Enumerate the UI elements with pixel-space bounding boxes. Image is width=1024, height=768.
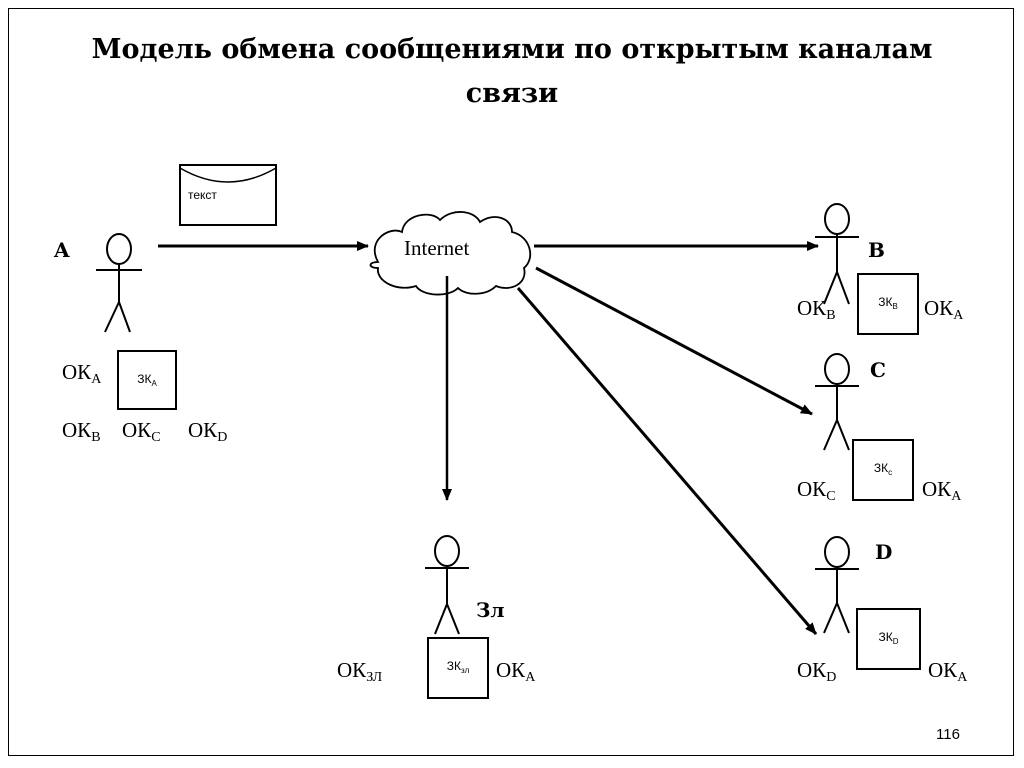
party-a-ok-b: ОКB [62, 418, 101, 445]
person-d-icon [815, 536, 859, 634]
party-c-ok-own: ОКC [797, 477, 836, 504]
person-a-icon [96, 233, 142, 333]
title-line-2: связи [465, 78, 559, 109]
slide-frame [8, 8, 1014, 756]
internet-cloud [369, 211, 532, 296]
party-a-ok-d: ОКD [188, 418, 228, 445]
person-b-icon [815, 203, 859, 305]
party-d-ok-own: ОКD [797, 658, 837, 685]
party-zl-ok-own: ОКЗЛ [337, 658, 383, 685]
internet-label: Internet [404, 236, 470, 260]
party-a-secret-key-box: ЗКA [117, 350, 177, 410]
party-b-secret-key-box: ЗКB [857, 273, 919, 335]
page-number: 116 [936, 726, 960, 743]
party-d-ok-a: ОКA [928, 658, 968, 685]
message-envelope [179, 164, 277, 226]
party-c-ok-a: ОКA [922, 477, 962, 504]
title-line-1: Модель обмена сообщениями по открытым ка… [91, 34, 933, 65]
party-c-secret-key-box: ЗКc [852, 439, 914, 501]
party-c-name: C [870, 358, 886, 382]
party-b-ok-a: ОКA [924, 296, 964, 323]
party-zl-name: Зл [476, 598, 505, 622]
message-text: текст [188, 188, 217, 202]
party-a-ok-a: ОКA [62, 360, 102, 387]
arrow-internet-to-d [516, 287, 818, 635]
party-d-name: D [875, 540, 893, 564]
party-a-ok-c: ОКC [122, 418, 161, 445]
party-b-ok-own: ОКB [797, 296, 836, 323]
party-d-secret-key-box: ЗКD [856, 608, 921, 670]
person-zl-icon [425, 535, 469, 635]
party-zl-ok-a: ОКA [496, 658, 536, 685]
person-c-icon [815, 353, 859, 451]
party-b-name: B [868, 238, 885, 262]
arrow-internet-to-c [535, 266, 813, 416]
party-a-name: A [54, 238, 70, 262]
party-zl-secret-key-box: ЗКзл [427, 637, 489, 699]
